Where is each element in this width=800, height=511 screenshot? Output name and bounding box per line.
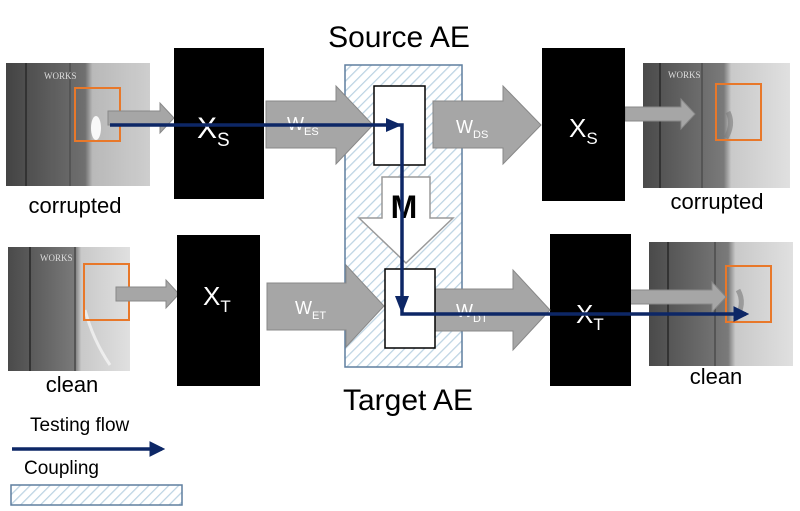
source-input-caption: corrupted <box>29 193 122 218</box>
source-output-caption: corrupted <box>671 189 764 214</box>
book-spine-text: WORKS <box>668 70 701 80</box>
w-ds-arrow <box>432 84 542 166</box>
mapping-m-arrow <box>357 176 455 265</box>
book-spine-text: WORKS <box>44 71 77 81</box>
w-ds-label: WDS <box>456 117 488 141</box>
target-ae-title: Target AE <box>343 384 473 417</box>
w-dt-label: WDT <box>456 301 488 325</box>
xt-target-label: XT <box>203 281 231 316</box>
w-et-arrow <box>266 263 385 349</box>
testing-flow-arrowhead-m <box>395 296 409 314</box>
roi-box-target-output <box>725 265 772 323</box>
roi-box-source-output <box>715 83 762 141</box>
source-ae-title: Source AE <box>328 21 470 54</box>
legend-testing-flow-label: Testing flow <box>30 415 130 436</box>
legend: Testing flow Coupling <box>10 415 183 506</box>
mapping-m-label: M <box>391 189 418 225</box>
arrow-xt-to-target-output <box>629 280 727 314</box>
testing-flow-path <box>110 123 750 322</box>
xs-output-block <box>542 48 625 201</box>
xs-output-label: XS <box>569 113 598 148</box>
w-dt-arrow <box>432 268 551 352</box>
arrow-xs-to-source-output <box>624 97 696 131</box>
book-spine-text: WORKS <box>40 253 73 263</box>
legend-coupling-label: Coupling <box>24 458 99 479</box>
xt-target-block <box>177 235 260 386</box>
xt-output-block <box>550 234 631 386</box>
target-input-caption: clean <box>46 372 99 397</box>
w-et-label: WET <box>295 298 326 322</box>
source-output-image: WORKS <box>643 63 790 188</box>
target-input-image: WORKS <box>8 247 130 371</box>
testing-flow-arrowhead-es <box>386 118 402 132</box>
target-output-caption: clean <box>690 364 743 389</box>
xs-source-label: XS <box>197 112 230 151</box>
target-hidden-box <box>384 268 436 349</box>
arrow-target-input-to-xt <box>115 278 180 310</box>
legend-coupling-swatch <box>10 484 183 506</box>
